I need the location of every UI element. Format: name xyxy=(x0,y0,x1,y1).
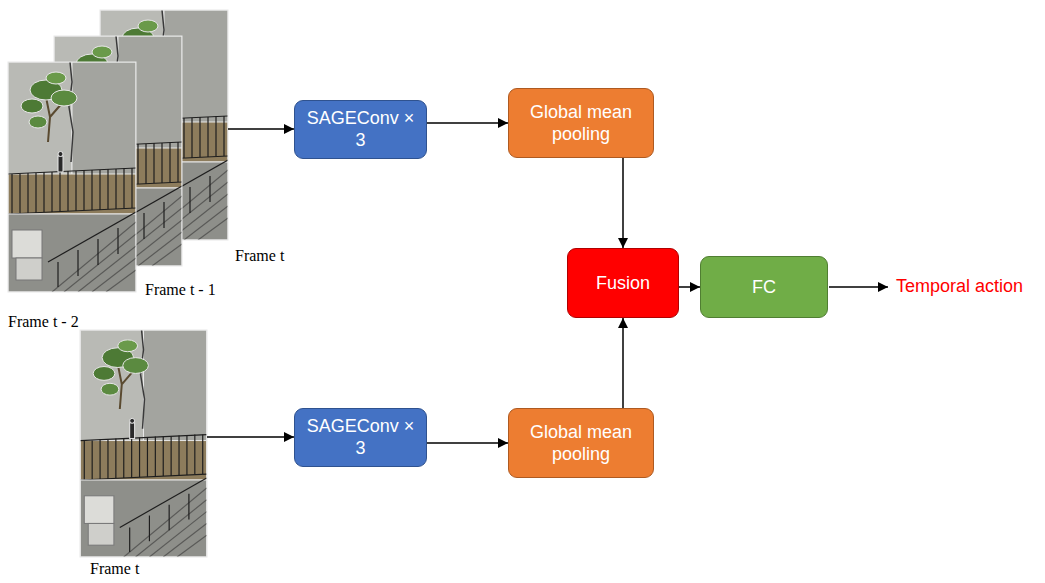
box-label: SAGEConv × 3 xyxy=(295,107,426,152)
box-label: SAGEConv × 3 xyxy=(295,415,426,460)
flow-arrow xyxy=(427,442,508,444)
box-label: FC xyxy=(744,276,784,299)
flow-arrow xyxy=(427,122,508,124)
box-label: Fusion xyxy=(588,272,658,295)
frame-image: Frame t xyxy=(80,330,207,557)
fusion-box: Fusion xyxy=(567,248,679,318)
sageconv-box: SAGEConv × 3 xyxy=(294,100,427,159)
output-arrow xyxy=(829,286,888,288)
fc-box: FC xyxy=(700,256,828,318)
flow-arrow xyxy=(622,318,624,408)
pooling-box: Global mean pooling xyxy=(508,88,654,158)
frame-label: Frame t - 2 xyxy=(8,312,79,331)
frame-label: Frame t xyxy=(235,246,284,265)
frame-label: Frame t xyxy=(90,559,139,578)
pooling-box: Global mean pooling xyxy=(508,408,654,478)
sageconv-box: SAGEConv × 3 xyxy=(294,408,427,467)
box-label: Global mean pooling xyxy=(509,101,653,146)
box-label: Global mean pooling xyxy=(509,421,653,466)
flow-arrow xyxy=(679,286,700,288)
flow-arrow xyxy=(228,128,294,130)
frame-stack: Frame tFrame t - 1Frame t - 2 xyxy=(8,10,228,292)
flow-arrow xyxy=(207,436,294,438)
output-label: Temporal action xyxy=(896,276,1023,297)
frame-label: Frame t - 1 xyxy=(145,280,216,299)
flow-arrow xyxy=(622,158,624,248)
